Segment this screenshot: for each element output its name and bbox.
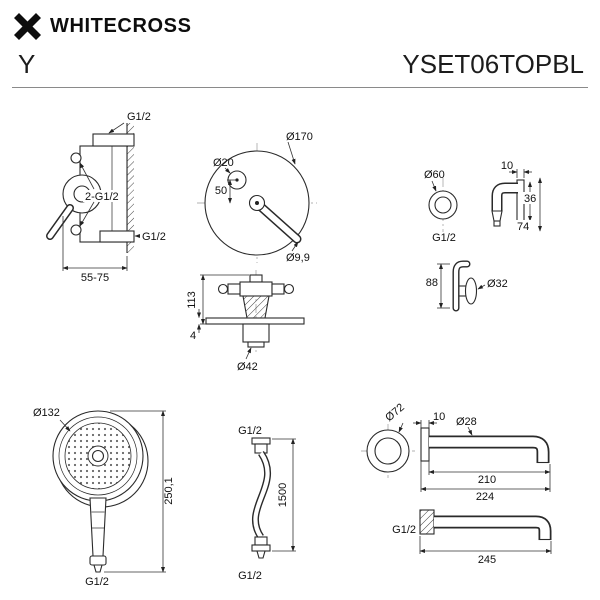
dim-spout-total-reach: 224 — [476, 491, 494, 503]
valve-body — [239, 281, 273, 297]
dim-spout2-thread: G1/2 — [392, 524, 416, 536]
dim-spout-reach: 210 — [478, 474, 496, 486]
wall-hatch — [127, 123, 134, 253]
figure-wall-elbow: Ø60 G1/2 10 36 74 — [424, 160, 542, 244]
whitecross-logo-icon — [14, 13, 41, 40]
dim-install-depth: 55-75 — [81, 272, 109, 284]
knob-cylinder — [242, 323, 270, 343]
dim-outlet-thread: G1/2 — [142, 231, 166, 243]
dim-plate-thickness: 4 — [190, 330, 196, 342]
dim-hose-length: 1500 — [277, 483, 289, 507]
dim-pipe-diameter: Ø28 — [456, 416, 477, 428]
dim-profile-height: 113 — [186, 291, 198, 309]
dim-diverter-diameter: Ø20 — [213, 157, 234, 169]
spout-thread-block — [419, 509, 435, 535]
shower-handle — [89, 497, 107, 557]
dim-elbow-height: 74 — [517, 221, 529, 233]
dim-knob-diameter: Ø42 — [237, 361, 258, 373]
dim-spout-flange-diameter: Ø72 — [383, 401, 407, 424]
figure-hand-shower: Ø132 250,1 G1/2 — [33, 407, 175, 588]
figure-spout-upper: Ø72 10 Ø28 210 224 — [361, 401, 551, 503]
divider — [12, 87, 588, 88]
dim-lever-diameter: Ø9,9 — [286, 252, 310, 264]
dim-hose-top-thread: G1/2 — [238, 425, 262, 437]
title-row: Y YSET06TOPBL — [0, 40, 600, 80]
dim-diverter-offset: 50 — [215, 185, 227, 197]
brand-name: WHITECROSS — [50, 15, 192, 37]
dim-top-thread: G1/2 — [127, 111, 151, 123]
figure-spout-lower: G1/2 245 — [392, 509, 552, 566]
model-code: YSET06TOPBL — [402, 49, 584, 79]
series-code: Y — [18, 49, 36, 79]
dim-plate-diameter: Ø170 — [286, 131, 313, 143]
dim-holder-flange-diameter: Ø32 — [487, 278, 508, 290]
dim-elbow-projection: 36 — [524, 193, 536, 205]
figure-shower-holder: 88 Ø32 — [424, 260, 508, 312]
technical-drawing-canvas: G1/2 2-G1/2 G1/2 55-75 Ø170 — [33, 111, 552, 588]
dim-head-diameter: Ø132 — [33, 407, 60, 419]
dim-elbow-thread: G1/2 — [432, 232, 456, 244]
brand-header: WHITECROSS — [0, 0, 600, 40]
dim-shower-thread: G1/2 — [85, 576, 109, 588]
figure-mixer-profile: 113 4 Ø42 — [186, 270, 305, 373]
figure-mixer-plate-front: Ø170 Ø20 50 Ø9,9 — [197, 131, 317, 264]
dim-holder-height: 88 — [426, 277, 438, 289]
top-port — [92, 133, 135, 147]
dim-inlets: 2-G1/2 — [85, 191, 119, 203]
bottom-port — [99, 230, 135, 243]
dim-elbow-depth: 10 — [501, 160, 513, 172]
dim-shower-length: 250,1 — [163, 477, 175, 505]
escutcheon-edge — [205, 317, 305, 325]
figure-shower-hose: G1/2 1500 G1/2 — [238, 425, 296, 582]
dim-spout2-total-reach: 245 — [478, 554, 496, 566]
dim-spout-flange-depth: 10 — [433, 411, 445, 423]
dim-elbow-flange-diameter: Ø60 — [424, 169, 445, 181]
figure-concealed-mixer-side: G1/2 2-G1/2 G1/2 55-75 — [46, 111, 166, 284]
dim-hose-bottom-thread: G1/2 — [238, 570, 262, 582]
valve-sleeve — [242, 295, 270, 319]
spout-wall-flange — [420, 427, 430, 462]
holder-flange — [464, 277, 478, 305]
